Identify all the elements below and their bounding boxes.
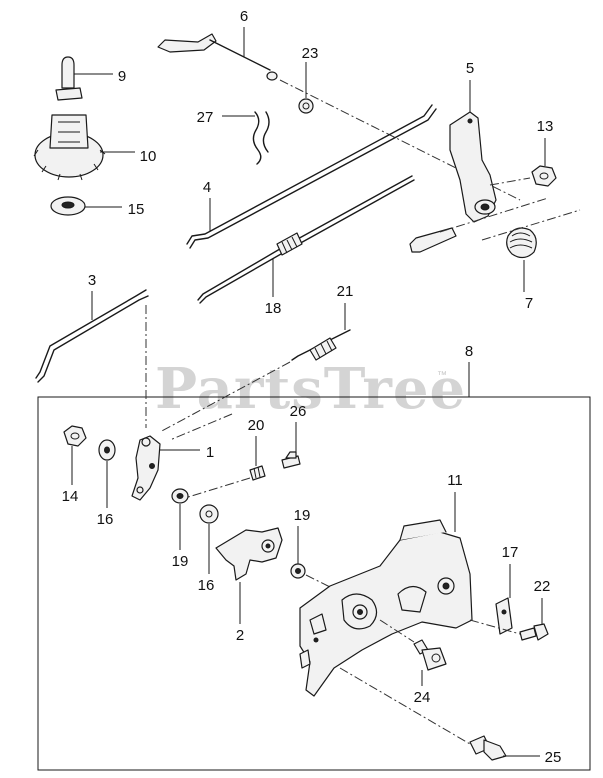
callout-13[interactable]: 13 [537,118,554,135]
callout-18[interactable]: 18 [265,300,282,317]
callout-19[interactable]: 19 [294,507,311,524]
part-10-governor-gear[interactable] [33,114,106,181]
part-26-screw[interactable] [281,451,301,469]
callout-16[interactable]: 16 [198,577,215,594]
callout-5[interactable]: 5 [466,60,474,77]
part-21-spring-rod[interactable] [291,329,351,361]
part-16-washer-left[interactable] [98,439,116,461]
callout-7[interactable]: 7 [525,295,533,312]
part-15-washer[interactable] [50,196,86,216]
part-23-washer[interactable] [298,98,314,114]
part-25-bolt[interactable] [469,735,507,761]
part-18-spring-rod[interactable] [197,175,415,304]
watermark-text: PartsTree [155,356,466,422]
callout-15[interactable]: 15 [128,201,145,218]
part-27-clip[interactable] [252,111,270,165]
callout-20[interactable]: 20 [248,417,265,434]
part-1-choke-lever[interactable] [131,435,161,501]
callout-1[interactable]: 1 [206,444,214,461]
part-9-knob[interactable] [55,56,83,101]
part-20-spring[interactable] [249,465,266,481]
callout-22[interactable]: 22 [534,578,551,595]
callout-2[interactable]: 2 [236,627,244,644]
centerline-7 [481,209,581,241]
part-11-control-bracket[interactable] [299,519,473,697]
part-16-washer-center[interactable] [199,504,219,524]
part-13-nut[interactable] [531,165,557,187]
callout-3[interactable]: 3 [88,272,96,289]
centerline-22 [469,619,521,635]
watermark-trademark: ™ [437,370,447,381]
part-4-link-rod[interactable] [186,104,437,249]
callout-21[interactable]: 21 [337,283,354,300]
part-2-throttle-lever[interactable] [215,527,283,581]
callout-27[interactable]: 27 [197,109,214,126]
callout-9[interactable]: 9 [118,68,126,85]
callout-23[interactable]: 23 [302,45,319,62]
centerline-1 [169,413,233,441]
centerline-25 [339,667,471,745]
part-3-choke-rod[interactable] [35,289,149,383]
callout-17[interactable]: 17 [502,544,519,561]
assembly-frame [37,396,591,771]
callout-4[interactable]: 4 [203,179,211,196]
callout-26[interactable]: 26 [290,403,307,420]
callout-11[interactable]: 11 [447,472,463,489]
part-24-screw[interactable] [413,639,447,671]
callout-8[interactable]: 8 [465,343,473,360]
part-17-clip[interactable] [495,597,513,635]
callout-16[interactable]: 16 [97,511,114,528]
callout-25[interactable]: 25 [545,749,562,766]
callout-24[interactable]: 24 [414,689,431,706]
part-7-spring[interactable] [506,227,537,259]
callout-19[interactable]: 19 [172,553,189,570]
part-14-nut[interactable] [63,425,87,447]
centerline-21 [159,361,291,433]
part-19-washer-right[interactable] [290,563,306,579]
callout-6[interactable]: 6 [240,8,248,25]
callout-14[interactable]: 14 [62,488,79,505]
part-5-throttle-bracket[interactable] [409,111,497,253]
centerline-24 [379,619,415,643]
callout-10[interactable]: 10 [140,148,157,165]
part-19-washer-left[interactable] [171,488,189,504]
centerline-13 [489,177,531,186]
centerline-5 [439,197,549,233]
part-22-screw[interactable] [519,623,549,641]
centerline-20 [184,477,251,499]
